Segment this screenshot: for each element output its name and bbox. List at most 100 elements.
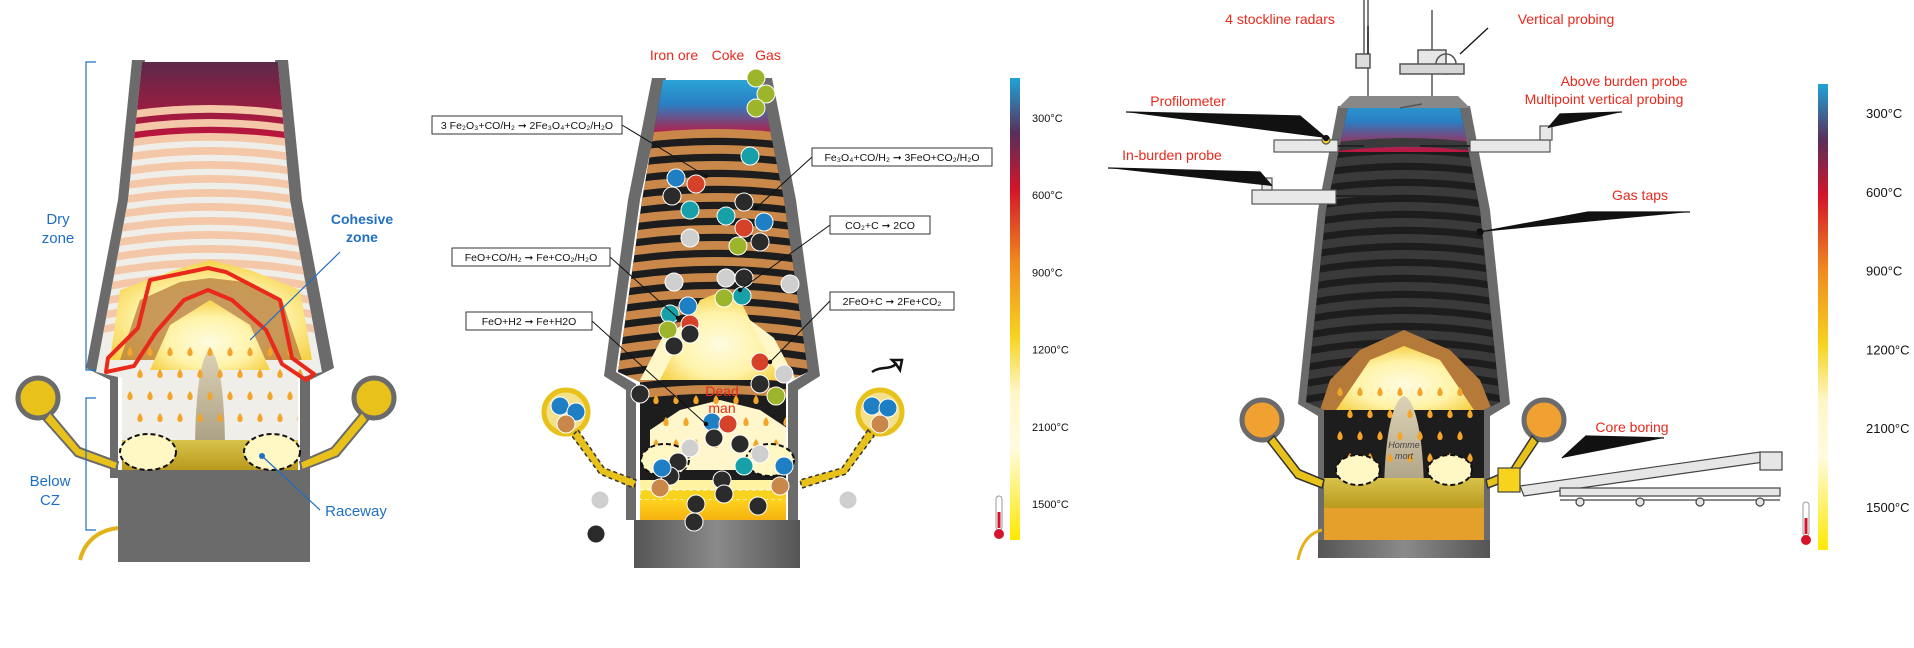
molecule-ball [652, 458, 672, 478]
melt-drop [1387, 409, 1393, 418]
thermometer-icon [994, 495, 1004, 539]
melt-drop [227, 347, 233, 356]
burden-layer [1306, 298, 1500, 317]
molecule-ball [660, 304, 680, 324]
burden-layer [1306, 282, 1500, 301]
temperature-label: 900°C [1032, 267, 1063, 279]
melt-drop [267, 391, 273, 400]
molecule-ball [728, 236, 748, 256]
melt-drop [147, 391, 153, 400]
tuyere-icon [15, 375, 120, 472]
molecule-ball [734, 218, 754, 238]
burden-layer [96, 259, 322, 280]
burden-layer [618, 241, 808, 261]
melt-drop [127, 347, 133, 356]
temperature-label: 900°C [1866, 264, 1902, 279]
melt-drop [257, 413, 263, 422]
melt-drop [1457, 387, 1463, 396]
molecule-ball [746, 68, 766, 88]
stockline-radars-label: 4 stockline radars [1225, 11, 1335, 27]
melt-drop [157, 369, 163, 378]
profilometer-label: Profilometer [1150, 93, 1226, 109]
molecule-ball [658, 320, 678, 340]
above-burden-probe-label: Above burden probe [1561, 73, 1688, 89]
molecule-ball [664, 272, 684, 292]
temperature-label: 1200°C [1866, 342, 1910, 357]
burden-layer [96, 105, 322, 126]
below-cz-bracket [85, 397, 96, 531]
above-burden-probe [1420, 125, 1553, 153]
equation-text: CO₂+C ➞ 2CO [845, 220, 915, 232]
burden-layer [618, 145, 808, 165]
melt-drop [1407, 409, 1413, 418]
melt-drop [1357, 387, 1363, 396]
melt-drop [1427, 409, 1433, 418]
tuyere-icon [298, 375, 397, 472]
hearth-base [634, 520, 800, 568]
equation-text: FeO+H2 ➞ Fe+H2O [482, 316, 577, 328]
molecule-ball [680, 228, 700, 248]
equation-text: Fe₃O₄+CO/H₂ ➞ 3FeO+CO₂/H₂O [824, 152, 979, 164]
temperature-scale [1010, 78, 1020, 540]
hearth-base [118, 470, 310, 562]
core-boring-label: Core boring [1595, 419, 1668, 435]
molecule-ball [730, 434, 750, 454]
melt-drop [1427, 453, 1433, 462]
temperature-label: 600°C [1866, 185, 1902, 200]
molecule-ball [870, 414, 890, 434]
melt-drop [217, 369, 223, 378]
panel-chemistry: 3 Fe₂O₃+CO/H₂ ➞ 2Fe₃O₄+CO₂/H₂O Fe₃O₄+CO/H… [431, 47, 1069, 568]
furnace-wall-right [758, 78, 820, 520]
melt-drop [257, 369, 263, 378]
burden-layer [96, 119, 322, 140]
multipoint-vertical-probing-label: Multipoint vertical probing [1525, 91, 1684, 107]
burden-layer [96, 217, 322, 238]
thermometer-icon [1801, 501, 1811, 545]
burden-layer [96, 203, 322, 224]
raceway-left [119, 433, 177, 471]
burden-layer [96, 133, 322, 154]
melt-drop [197, 413, 203, 422]
melt-drop [237, 413, 243, 422]
melt-drops [127, 347, 303, 422]
equation-text: 3 Fe₂O₃+CO/H₂ ➞ 2Fe₃O₄+CO₂/H₂O [441, 120, 613, 132]
molecule-ball [680, 438, 700, 458]
burden-layer [96, 231, 322, 252]
burden-layer [96, 147, 322, 168]
melt-drop [1437, 387, 1443, 396]
molecule-ball [662, 186, 682, 206]
melt-drop [1467, 409, 1473, 418]
equation-box: 2FeO+C ➞ 2Fe+CO₂ [767, 291, 955, 365]
burden-layer [618, 273, 808, 293]
molecule-ball [684, 512, 704, 532]
molecule-ball [746, 98, 766, 118]
equation-box: CO₂+C ➞ 2CO [737, 215, 931, 293]
burden-layer [618, 289, 808, 309]
melt-drop [1367, 409, 1373, 418]
melt-drop [663, 417, 669, 426]
melt-drop [267, 347, 273, 356]
melt-drop [1407, 453, 1413, 462]
molecule-ball [556, 414, 576, 434]
melt-drop [137, 413, 143, 422]
burden-layer [1306, 314, 1500, 333]
melt-drop [277, 369, 283, 378]
burden-layer [1306, 186, 1500, 205]
burden-layer [1306, 330, 1500, 349]
melt-drop [157, 413, 163, 422]
melt-drop [653, 395, 659, 404]
molecule-ball [770, 476, 790, 496]
melt-drop [1467, 453, 1473, 462]
iron-ore-label: Iron ore [650, 47, 698, 63]
melt-drop [1357, 431, 1363, 440]
melt-drop [1417, 431, 1423, 440]
molecule-ball [590, 490, 610, 510]
melt-drop [167, 347, 173, 356]
melt-drop [1397, 387, 1403, 396]
temperature-label: 300°C [1032, 113, 1063, 125]
melt-drop [673, 395, 679, 404]
